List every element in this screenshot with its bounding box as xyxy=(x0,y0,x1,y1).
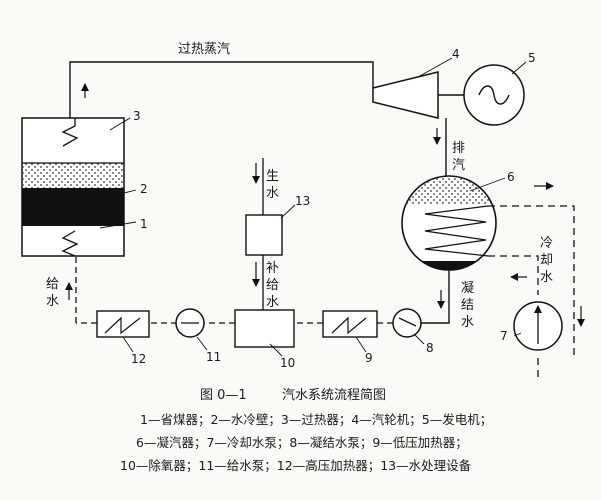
water-wall-zone xyxy=(22,188,124,226)
label-cooling-2: 却 xyxy=(540,253,553,268)
turbine xyxy=(372,57,464,119)
deaerator xyxy=(234,309,295,348)
number-2: 2 xyxy=(140,182,148,196)
number-9: 9 xyxy=(365,351,373,365)
boiler-dotted-zone xyxy=(23,163,123,188)
legend-line-1: 1—省煤器；2—水冷壁；3—过热器；4—汽轮机；5—发电机； xyxy=(140,412,492,427)
label-condensate-2: 结 xyxy=(461,298,474,313)
feed-water-pump xyxy=(175,308,205,338)
label-raw-water-2: 水 xyxy=(266,186,279,201)
number-11: 11 xyxy=(206,350,221,364)
figure-title: 汽水系统流程简图 xyxy=(282,387,386,403)
legend-line-3: 10—除氧器；11—给水泵；12—高压加热器；13—水处理设备 xyxy=(120,458,472,473)
label-exhaust-2: 汽 xyxy=(452,158,465,173)
legend-line-2: 6—凝汽器；7—冷却水泵；8—凝结水泵；9—低压加热器； xyxy=(136,435,468,450)
water-treatment-unit xyxy=(245,214,283,256)
condenser-tube-coil xyxy=(424,205,489,257)
condensate-pump xyxy=(392,308,422,338)
condenser-steam-zone xyxy=(402,178,496,204)
number-3: 3 xyxy=(133,109,141,123)
economizer-coil xyxy=(61,230,79,257)
cooling-water-circuit xyxy=(488,205,575,380)
boiler xyxy=(21,117,125,257)
number-5: 5 xyxy=(528,51,536,65)
number-1: 1 xyxy=(140,217,148,231)
label-raw-water-1: 生 xyxy=(266,169,279,184)
ac-symbol xyxy=(478,85,510,105)
number-4: 4 xyxy=(452,47,460,61)
label-condensate-1: 凝 xyxy=(461,280,474,296)
condensate-pool xyxy=(402,261,496,270)
label-feed-2: 水 xyxy=(46,294,59,309)
label-exhaust-1: 排 xyxy=(452,141,465,156)
superheater-coil xyxy=(61,118,79,147)
superheated-steam-pipe xyxy=(69,61,374,118)
generator xyxy=(463,61,527,126)
cooling-water-pump xyxy=(513,301,563,351)
condensate-pipe xyxy=(421,270,450,324)
number-7: 7 xyxy=(500,329,508,343)
figure-number: 图 0—1 xyxy=(200,388,247,403)
number-8: 8 xyxy=(426,341,434,355)
label-condensate-3: 水 xyxy=(461,315,474,330)
number-6: 6 xyxy=(507,170,515,184)
number-13: 13 xyxy=(295,194,310,208)
label-cooling-1: 冷 xyxy=(540,236,553,251)
number-12: 12 xyxy=(131,352,146,366)
label-superheated-steam: 过热蒸汽 xyxy=(178,42,230,57)
low-pressure-heater xyxy=(322,310,378,338)
leader-lines xyxy=(99,117,522,357)
high-pressure-heater xyxy=(96,310,150,338)
label-feed-1: 给 xyxy=(46,277,59,292)
condenser xyxy=(401,175,506,271)
number-10: 10 xyxy=(280,356,295,370)
label-makeup-3: 水 xyxy=(266,295,279,310)
label-makeup-2: 给 xyxy=(266,278,279,293)
label-cooling-3: 水 xyxy=(540,270,553,285)
main-feed-line xyxy=(75,256,393,324)
label-makeup-1: 补 xyxy=(266,261,279,276)
